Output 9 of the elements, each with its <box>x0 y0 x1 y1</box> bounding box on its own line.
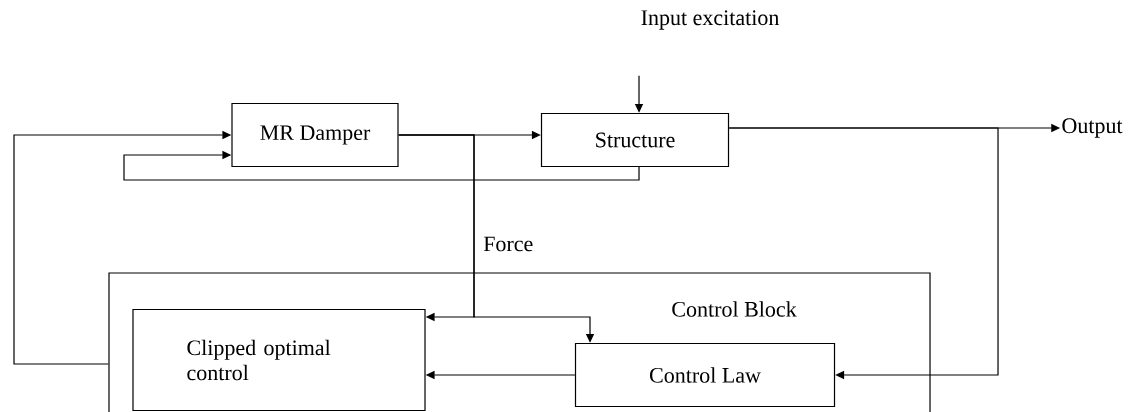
arrow <box>398 134 595 343</box>
arrow <box>123 150 640 181</box>
block-box: MR Damper <box>231 102 399 168</box>
block-box: Structure <box>540 112 730 168</box>
block-box: Control Law <box>574 342 836 408</box>
arrow <box>728 127 999 380</box>
block-label: Output <box>1062 118 1123 138</box>
block-box: Clipped optimal control <box>132 308 426 412</box>
block-label: Input excitation <box>641 10 780 30</box>
